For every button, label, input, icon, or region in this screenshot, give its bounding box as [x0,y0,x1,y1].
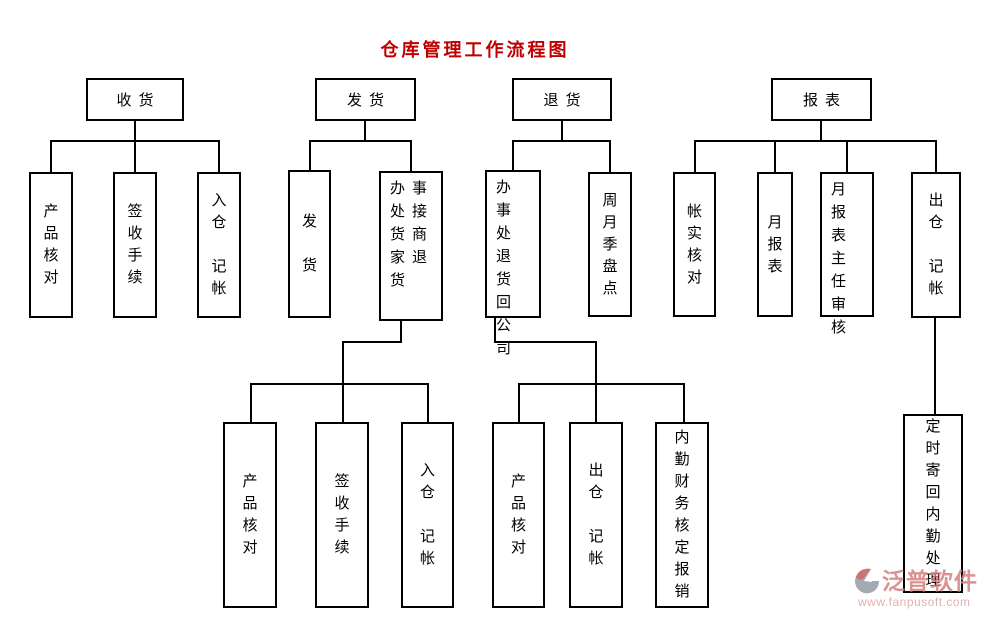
connector-line [609,140,611,173]
product-check-label-3: 产 品 核 对 [510,474,526,556]
monthly-report-label: 月 报 表 [767,214,783,275]
periodic-stocktake-label: 周 月 季 盘 点 [602,192,618,297]
connector-line [494,316,496,343]
account-actual-check-box: 帐 实 核 对 [673,172,716,317]
connector-line [694,140,696,173]
outbound-entry-label-1: 出 仓 记 帐 [928,193,944,297]
connector-line [934,316,936,415]
reports-label: 报表 [802,93,847,109]
product-check-box-3: 产 品 核 对 [492,422,545,608]
return-to-company-label: 办事 处退 货回 公司 [496,180,519,357]
receiving-box: 收货 [86,78,184,121]
connector-line [342,341,344,384]
fanpu-logo-icon [852,567,882,594]
inbound-entry-box-1: 入 仓 记 帐 [197,172,241,318]
connector-line [50,140,52,172]
shipping-label: 发货 [346,93,391,109]
shipping-box: 发货 [315,78,416,121]
product-check-label-1: 产 品 核 对 [43,204,59,286]
account-actual-check-label: 帐 实 核 对 [686,203,702,286]
connector-line [512,140,514,171]
ship-goods-label: 发 货 [301,214,317,274]
connector-line [250,383,252,423]
connector-line [342,341,401,343]
page-title: 仓库管理工作流程图 [380,40,570,60]
connector-line [342,383,344,423]
receiving-label: 收货 [116,93,161,109]
finance-reimburse-box: 内 勤 财 务 核 定 报 销 [655,422,709,608]
connector-line [846,140,848,173]
connector-line [694,140,936,142]
connector-line [218,140,220,172]
connector-line [410,140,412,172]
connector-line [683,383,685,423]
connector-line [595,383,597,423]
outbound-entry-box-2: 出 仓 记 帐 [569,422,623,608]
connector-line [364,120,366,141]
connector-line [494,341,596,343]
returns-box: 退货 [512,78,612,121]
connector-line [427,383,429,423]
receive-merchant-returns-box: 办事 处接 货商 家退 货 [379,171,443,321]
connector-line [512,140,610,142]
connector-line [518,383,684,385]
connector-line [935,140,937,173]
connector-line [400,319,402,343]
connector-line [134,140,136,172]
mail-back-processing-label: 定 时 寄 回 内 勤 处 理 [925,418,941,589]
connector-line [134,120,136,142]
inbound-entry-label-2: 入 仓 记 帐 [419,463,435,567]
inbound-entry-label-1: 入 仓 记 帐 [211,193,227,297]
connector-line [309,140,311,171]
signin-procedure-label-1: 签 收 手 续 [127,204,143,286]
return-to-company-box: 办事 处退 货回 公司 [485,170,541,357]
reports-box: 报表 [771,78,872,121]
connector-line [774,140,776,173]
watermark: 泛普软件 www.fanpusoft.com [852,567,994,609]
product-check-box-2: 产 品 核 对 [223,422,277,608]
returns-label: 退货 [543,93,588,109]
signin-procedure-box-2: 签 收 手 续 [315,422,369,608]
monthly-report-box: 月 报 表 [757,172,793,317]
connector-line [518,383,520,423]
connector-line [561,120,563,141]
signin-procedure-box-1: 签 收 手 续 [113,172,157,318]
mail-back-processing-box: 定 时 寄 回 内 勤 处 理 [903,414,963,593]
product-check-box-1: 产 品 核 对 [29,172,73,318]
outbound-entry-box-1: 出 仓 记 帐 [911,172,961,318]
watermark-brand: 泛普软件 [882,567,978,594]
watermark-url: www.fanpusoft.com [858,595,971,609]
receive-merchant-returns-label: 办事 处接 货商 家退 货 [390,181,435,289]
product-check-label-2: 产 品 核 对 [242,474,258,556]
connector-line [309,140,411,142]
signin-procedure-label-2: 签 收 手 续 [334,474,350,556]
finance-reimburse-label: 内 勤 财 务 核 定 报 销 [674,430,690,600]
connector-line [595,341,597,384]
periodic-stocktake-box: 周 月 季 盘 点 [588,172,632,317]
ship-goods-box: 发 货 [288,170,331,318]
outbound-entry-label-2: 出 仓 记 帐 [588,463,604,567]
inbound-entry-box-2: 入 仓 记 帐 [401,422,454,608]
director-review-box: 月报 表主 任审 核 [820,172,874,336]
connector-line [250,383,428,385]
director-review-label: 月报 表主 任审 核 [831,182,854,336]
connector-line [820,120,822,141]
